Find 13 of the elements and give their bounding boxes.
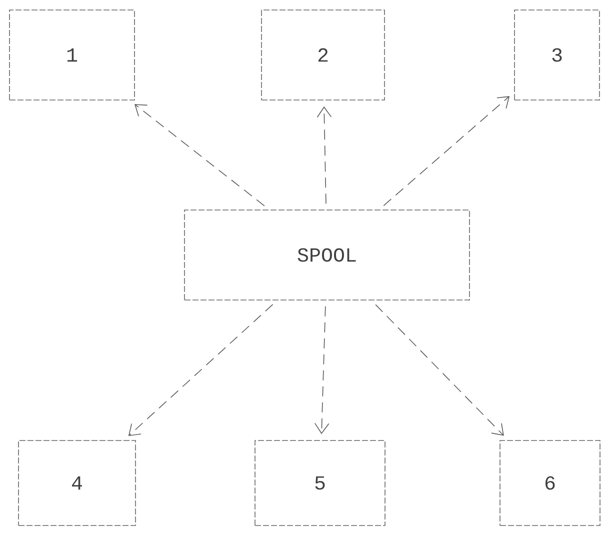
arrow <box>316 106 332 204</box>
process-box: SPOOL <box>184 210 470 300</box>
arrow <box>383 96 510 206</box>
process-box: 3 <box>514 10 600 100</box>
arrow <box>134 104 265 206</box>
process-box: 2 <box>261 10 385 100</box>
process-box: 1 <box>9 10 135 100</box>
process-box: 4 <box>18 440 136 526</box>
arrow <box>314 306 330 434</box>
process-box: 6 <box>500 440 600 526</box>
arrow <box>375 304 504 436</box>
arrow <box>128 304 274 436</box>
process-box: 5 <box>254 440 386 526</box>
